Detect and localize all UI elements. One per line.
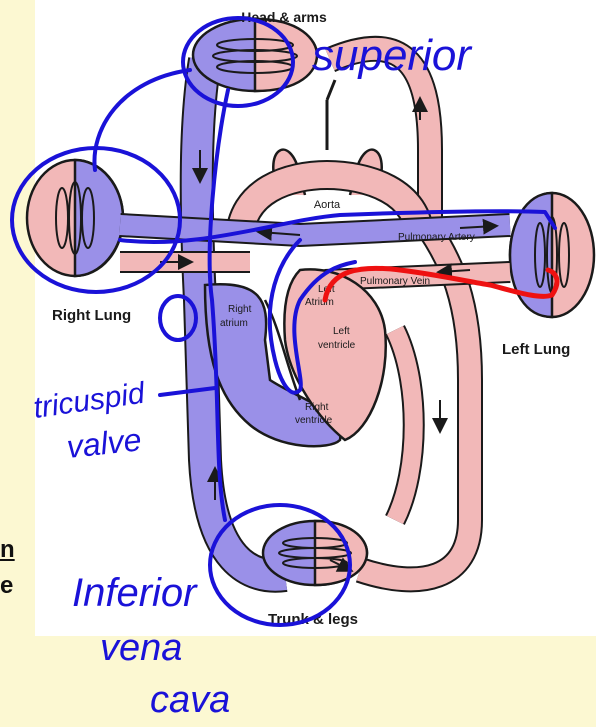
left-ventricle-label-2: ventricle — [318, 340, 356, 351]
right-lung — [27, 160, 123, 276]
head-arms-capillary-bed — [193, 19, 317, 91]
right-atrium-label-1: Right — [228, 304, 252, 315]
pulmonary-artery-label: Pulmonary Artery — [398, 232, 475, 243]
left-ventricle-label-1: Left — [333, 326, 350, 337]
trunk-legs-capillary-bed — [263, 521, 367, 585]
right-lung-label: Right Lung — [52, 307, 131, 324]
annotation-tricuspid: tricuspid — [31, 377, 148, 425]
annotation-inferior: Inferior — [72, 571, 198, 615]
connector-line — [94, 70, 190, 170]
annotation-cava: cava — [150, 679, 230, 721]
aorta-label: Aorta — [314, 199, 341, 211]
annotation-superior: superior — [312, 31, 473, 80]
head-arms-label: Head & arms — [241, 9, 327, 25]
pulmonary-vein-label: Pulmonary Vein — [360, 276, 430, 287]
right-ventricle-label-2: ventricle — [295, 415, 333, 426]
right-ventricle-label-1: Right — [305, 402, 329, 413]
right-atrium-label-2: atrium — [220, 318, 248, 329]
annotation-vena: vena — [100, 627, 182, 669]
left-atrium-label-2: Atrium — [305, 297, 334, 308]
left-lung-label: Left Lung — [502, 341, 570, 358]
annotation-valve: valve — [65, 421, 143, 465]
